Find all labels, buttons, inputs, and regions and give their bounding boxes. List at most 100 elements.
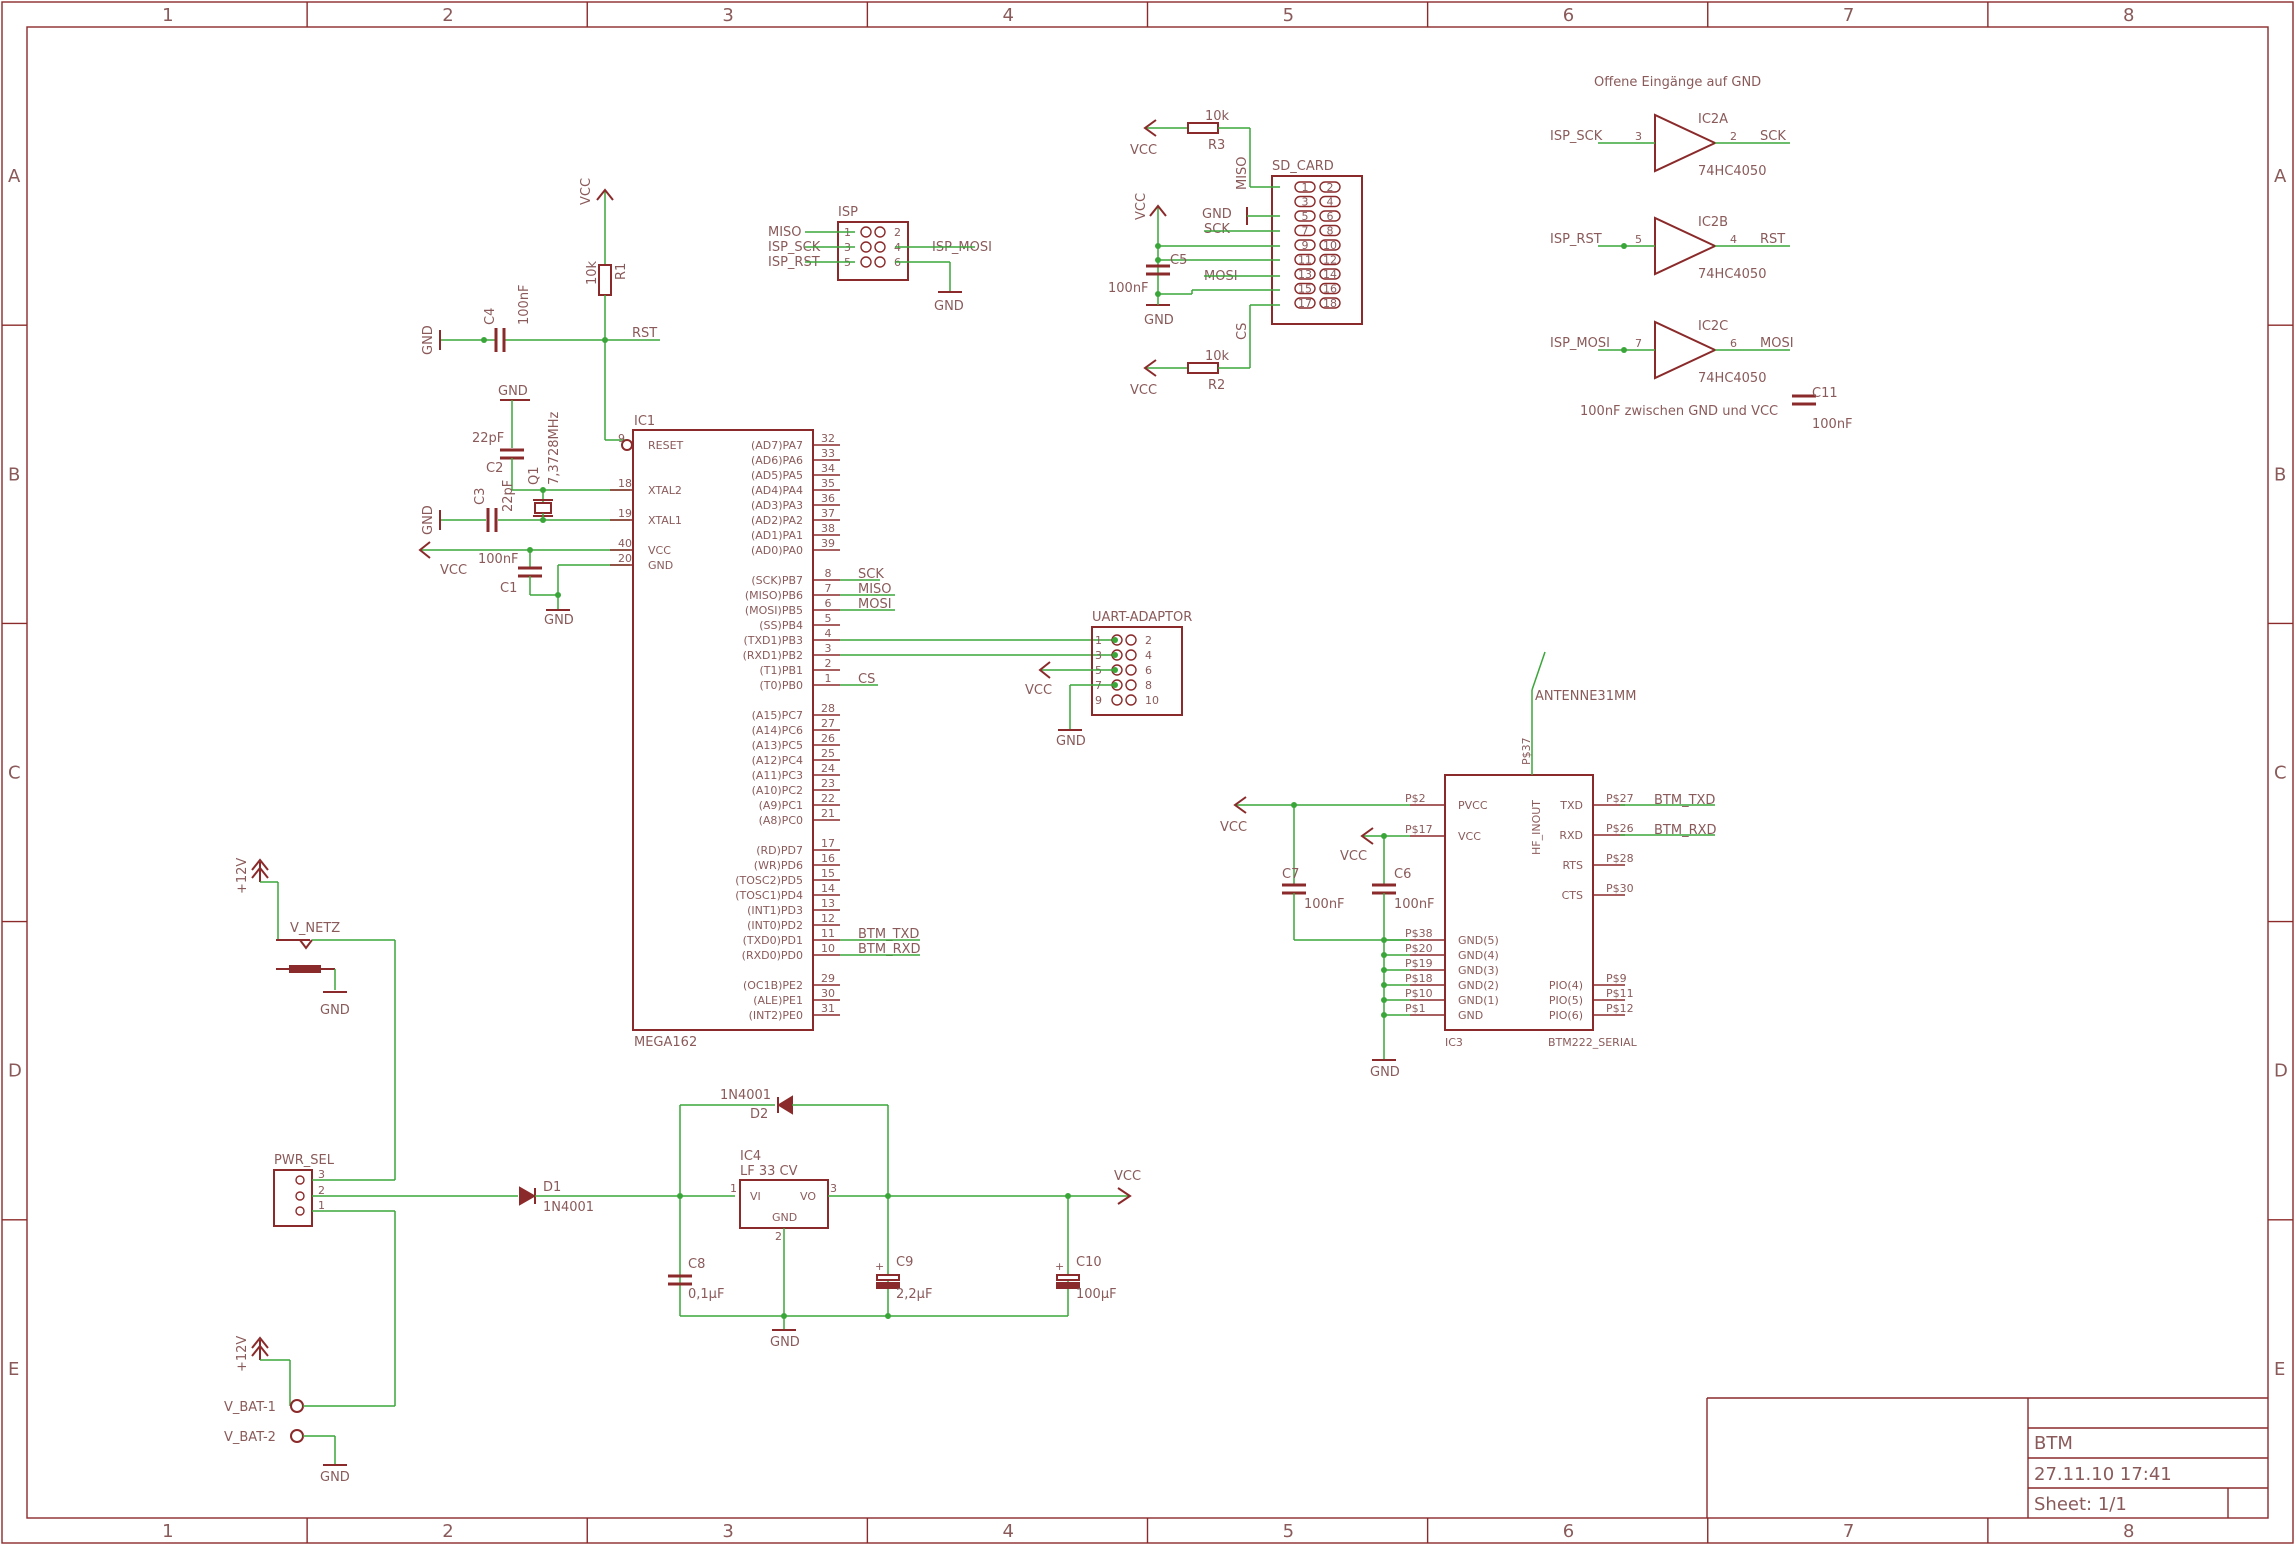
- frame-row-right-E: E: [2274, 1359, 2285, 1380]
- c8-value: 0,1µF: [688, 1287, 724, 1302]
- d1-name: D1: [543, 1180, 561, 1195]
- ic1-vcc-label: VCC: [440, 563, 467, 578]
- r3-value: 10k: [1205, 109, 1230, 124]
- ic3-pin-label: GND(5): [1458, 934, 1499, 947]
- frame-row-left-D: D: [8, 1061, 22, 1082]
- ic3-pin-label: PIO(5): [1549, 994, 1583, 1007]
- c5-value: 100nF: [1108, 281, 1149, 296]
- r1-resistor: [598, 264, 612, 296]
- ic3-name: IC3: [1445, 1036, 1463, 1049]
- c5-name: C5: [1170, 253, 1187, 268]
- ic1-pin-label: (A14)PC6: [752, 724, 803, 737]
- ic3-pin-pad: P$20: [1405, 942, 1433, 955]
- ic2c-name: IC2C: [1698, 319, 1728, 334]
- c11-value: 100nF: [1812, 417, 1853, 432]
- ic3-pin-label: GND(2): [1458, 979, 1499, 992]
- ic1-pin-num: 16: [821, 852, 835, 865]
- uart-pin-num: 10: [1145, 694, 1159, 707]
- ic1-mega162: IC1 MEGA162 9RESET18XTAL219XTAL140VCC20G…: [610, 414, 1115, 1050]
- ic4-name: IC4: [740, 1149, 761, 1164]
- ic1-pin-label: (AD7)PA7: [751, 439, 803, 452]
- uart-vcc-label: VCC: [1025, 683, 1052, 698]
- frame-col-bottom-6: 6: [1563, 1521, 1574, 1542]
- ic3-pin-label: PIO(4): [1549, 979, 1583, 992]
- ic1-pin-label: RESET: [648, 439, 684, 452]
- ic1-mosi-net: MOSI: [858, 597, 892, 612]
- ic1-pin-num: 20: [618, 552, 632, 565]
- r3-vcc-label: VCC: [1130, 143, 1157, 158]
- uart-pin-num: 9: [1095, 694, 1102, 707]
- ic3-hf-pin: HF_INOUT: [1530, 800, 1543, 855]
- q1-crystal: [534, 502, 552, 514]
- d1-value: 1N4001: [543, 1200, 594, 1215]
- ic1-pin-num: 21: [821, 807, 835, 820]
- c7-value: 100nF: [1304, 897, 1345, 912]
- ic1-pin-label: (AD3)PA3: [751, 499, 803, 512]
- ic3-hf-pad: P$37: [1520, 737, 1533, 765]
- uart-pin-num: 4: [1145, 649, 1152, 662]
- frame-col-bottom-8: 8: [2123, 1521, 2134, 1542]
- ic1-pin-num: 24: [821, 762, 835, 775]
- sd-pin-num: 12: [1323, 254, 1337, 267]
- ic3-pin-label: RTS: [1562, 859, 1583, 872]
- ic1-gnd-label: GND: [544, 613, 574, 628]
- ic2a-in-net: ISP_SCK: [1550, 129, 1603, 144]
- c9-value: 2,2µF: [896, 1287, 932, 1302]
- ic1-power: VCC 100nF C1 GND: [418, 541, 630, 628]
- sd-pin-num: 3: [1302, 196, 1309, 209]
- ic1-pin-num: 17: [821, 837, 835, 850]
- ic1-pin-num: 15: [821, 867, 835, 880]
- sd-pin-num: 14: [1323, 268, 1337, 281]
- uart-pin-num: 2: [1145, 634, 1152, 647]
- decoupling-note: 100nF zwischen GND und VCC: [1580, 404, 1778, 419]
- ic3-value: BTM222_SERIAL: [1548, 1036, 1638, 1049]
- ic1-pin-label: (T1)PB1: [760, 664, 803, 677]
- ic1-pin-num: 32: [821, 432, 835, 445]
- ic1-pin-num: 8: [825, 567, 832, 580]
- ic1-pin-label: (A15)PC7: [752, 709, 803, 722]
- c2-value: 22pF: [472, 431, 504, 446]
- ic2c-out-pin: 6: [1730, 337, 1737, 350]
- ic1-pin-num: 40: [618, 537, 632, 550]
- sd-pin-num: 5: [1302, 210, 1309, 223]
- ic1-pin-label: (OC1B)PE2: [743, 979, 803, 992]
- sd-gnd-label: GND: [1202, 207, 1232, 222]
- ic2a-out-pin: 2: [1730, 130, 1737, 143]
- ic3-gnd-label: GND: [1370, 1065, 1400, 1080]
- ic1-pin-num: 23: [821, 777, 835, 790]
- uart-pin-num: 3: [1095, 649, 1102, 662]
- ic1-pin-num: 34: [821, 462, 835, 475]
- ic1-pin-label: (SS)PB4: [759, 619, 803, 632]
- q1-value: 7,3728MHz: [547, 412, 562, 485]
- ic3-pin-label: PVCC: [1458, 799, 1488, 812]
- ic1-pin-label: (A8)PC0: [759, 814, 803, 827]
- frame-col-bottom-1: 1: [162, 1521, 173, 1542]
- ic1-pin-num: 29: [821, 972, 835, 985]
- ic1-pin-num: 1: [825, 672, 832, 685]
- ic3-pin-pad: P$18: [1405, 972, 1433, 985]
- ic1-pin-label: VCC: [648, 544, 671, 557]
- ic3-pin-pad: P$30: [1606, 882, 1634, 895]
- sd-pin-num: 11: [1298, 254, 1312, 267]
- ic1-pin-num: 7: [825, 582, 832, 595]
- d2-name: D2: [750, 1107, 768, 1122]
- ic2c-value: 74HC4050: [1698, 371, 1766, 386]
- ic3-pin-pad: P$26: [1606, 822, 1634, 835]
- ic3-pin-label: RXD: [1559, 829, 1583, 842]
- ic3-btm222: IC3 BTM222_SERIAL HF_INOUT P$37 ANTENNE3…: [1220, 651, 1717, 1080]
- ic1-pin-num: 30: [821, 987, 835, 1000]
- uart-pin-num: 8: [1145, 679, 1152, 692]
- uart-pin-num: 1: [1095, 634, 1102, 647]
- ic1-pin-label: (INT0)PD2: [747, 919, 803, 932]
- r1-vcc-label: VCC: [579, 178, 594, 205]
- frame-row-left-E: E: [8, 1359, 19, 1380]
- isp-sck-label: ISP_SCK: [768, 240, 821, 255]
- ic2a-in-pin: 3: [1635, 130, 1642, 143]
- ic1-pin-label: (AD1)PA1: [751, 529, 803, 542]
- power-supply: +12V V_NETZ GND PWR_SEL 321 D1 1N4001: [224, 858, 1141, 1485]
- ic2b-name: IC2B: [1698, 215, 1728, 230]
- ic4-value: LF 33 CV: [740, 1164, 798, 1179]
- ic1-pin-num: 35: [821, 477, 835, 490]
